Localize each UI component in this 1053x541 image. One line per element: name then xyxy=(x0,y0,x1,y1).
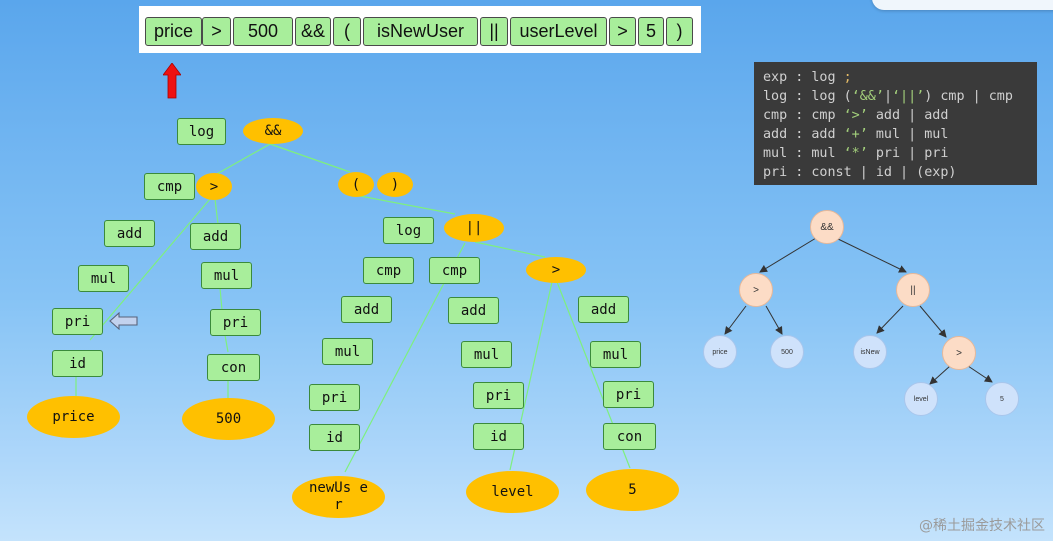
ast-edge-and-gt xyxy=(759,237,817,273)
rule-node-log: log xyxy=(177,118,226,145)
grammar-add-rule: add : add xyxy=(763,127,844,142)
ast-node-or: || xyxy=(896,273,930,307)
token-or: || xyxy=(480,17,508,46)
ast-edge-or-gt xyxy=(919,305,947,338)
grammar-log-rule: log : log ( xyxy=(763,89,852,104)
token-5: 5 xyxy=(638,17,664,46)
rule-node-add: add xyxy=(448,297,499,324)
window-corner xyxy=(872,0,1053,10)
rule-node-mul: mul xyxy=(78,265,129,292)
edge-and-gt xyxy=(214,143,271,176)
edge-paren-or xyxy=(359,195,456,215)
ast-node-and: && xyxy=(810,210,844,244)
rule-node-mul: mul xyxy=(322,338,373,365)
rule-node-pri: pri xyxy=(52,308,103,335)
grammar-and-literal: ‘&&’ xyxy=(851,89,884,104)
ast-node-gt: > xyxy=(942,336,976,370)
rule-node-id: id xyxy=(473,423,524,450)
rule-node-id: id xyxy=(309,424,360,451)
edge-or-gt2 xyxy=(474,241,546,258)
rule-node-mul: mul xyxy=(461,341,512,368)
grammar-mul-rule: mul : mul xyxy=(763,146,844,161)
rule-node-log: log xyxy=(383,217,434,244)
ast-node-price: price xyxy=(703,335,737,369)
rule-node-mul: mul xyxy=(590,341,641,368)
edge-gt-left xyxy=(89,198,211,341)
rule-node-con: con xyxy=(207,354,260,381)
grammar-cmp-rule: cmp : cmp xyxy=(763,108,844,123)
grammar-alt: | xyxy=(883,89,892,104)
up-arrow-icon xyxy=(163,63,181,99)
rule-node-add: add xyxy=(104,220,155,247)
leaf-node-5: 5 xyxy=(586,469,679,511)
edge-pri-con xyxy=(224,334,229,353)
ast-node-5: 5 xyxy=(985,382,1019,416)
rule-node-pri: pri xyxy=(309,384,360,411)
token-gt: > xyxy=(202,17,231,46)
op-node-and: && xyxy=(243,118,303,144)
grammar-pri-rule: pri : const | id | (exp) xyxy=(763,165,957,180)
ast-node-500: 500 xyxy=(770,335,804,369)
rule-node-add: add xyxy=(578,296,629,323)
grammar-semicolon: ; xyxy=(843,70,852,85)
token-rparen: ) xyxy=(666,17,693,46)
token-and: && xyxy=(295,17,331,46)
token-500: 500 xyxy=(233,17,293,46)
ast-node-level: level xyxy=(904,382,938,416)
ast-edge-or-isnew xyxy=(876,305,904,334)
edge-mul-pri xyxy=(219,287,223,311)
rule-node-pri: pri xyxy=(473,382,524,409)
rule-node-cmp: cmp xyxy=(363,257,414,284)
op-node-rparen: ) xyxy=(377,172,413,197)
rule-node-con: con xyxy=(603,423,656,450)
rule-node-mul: mul xyxy=(201,262,252,289)
op-node-gt: > xyxy=(526,257,586,283)
ast-edge-gt-level xyxy=(929,365,951,385)
rule-node-pri: pri xyxy=(210,309,261,336)
leaf-node-500: 500 xyxy=(182,398,275,440)
grammar-star-literal: ‘*’ xyxy=(843,146,868,161)
op-node-gt: > xyxy=(196,173,232,200)
footer-watermark: @稀土掘金技术社区 xyxy=(919,518,1045,534)
left-arrow-icon xyxy=(109,312,138,330)
leaf-node-newuser: newUs er xyxy=(292,476,385,518)
token-lparen: ( xyxy=(333,17,361,46)
rule-node-add: add xyxy=(190,223,241,250)
rule-node-id: id xyxy=(52,350,103,377)
rule-node-add: add xyxy=(341,296,392,323)
grammar-cmp-tail: add | add xyxy=(867,108,949,123)
token-price: price xyxy=(145,17,202,46)
ast-edge-gt-price xyxy=(724,305,747,335)
grammar-add-tail: mul | mul xyxy=(867,127,949,142)
rule-node-cmp: cmp xyxy=(429,257,480,284)
leaf-node-level: level xyxy=(466,471,559,513)
grammar-exp-rule: exp : log xyxy=(763,70,844,85)
grammar-or-literal: ‘||’ xyxy=(892,89,925,104)
rule-node-pri: pri xyxy=(603,381,654,408)
ast-edge-gt-500 xyxy=(765,305,783,335)
token-userlevel: userLevel xyxy=(510,17,607,46)
grammar-rules: exp : log ; log : log (‘&&’|‘||’) cmp | … xyxy=(754,62,1037,185)
ast-edge-and-or xyxy=(835,237,907,273)
edge-and-paren xyxy=(269,143,351,173)
ast-node-isnew: isNew xyxy=(853,335,887,369)
grammar-log-tail: ) cmp | cmp xyxy=(924,89,1013,104)
ast-edge-gt-5 xyxy=(967,365,993,383)
token-gt2: > xyxy=(609,17,636,46)
op-node-lparen: ( xyxy=(338,172,374,197)
token-isnewuser: isNewUser xyxy=(363,17,478,46)
grammar-mul-tail: pri | pri xyxy=(867,146,949,161)
rule-node-cmp: cmp xyxy=(144,173,195,200)
grammar-plus-literal: ‘+’ xyxy=(843,127,868,142)
token-bar: price > 500 && ( isNewUser || userLevel … xyxy=(139,6,701,53)
ast-node-gt: > xyxy=(739,273,773,307)
edge-gt-right xyxy=(214,198,219,225)
grammar-gt-literal: ‘>’ xyxy=(843,108,868,123)
leaf-node-price: price xyxy=(27,396,120,438)
op-node-or: || xyxy=(444,214,504,242)
